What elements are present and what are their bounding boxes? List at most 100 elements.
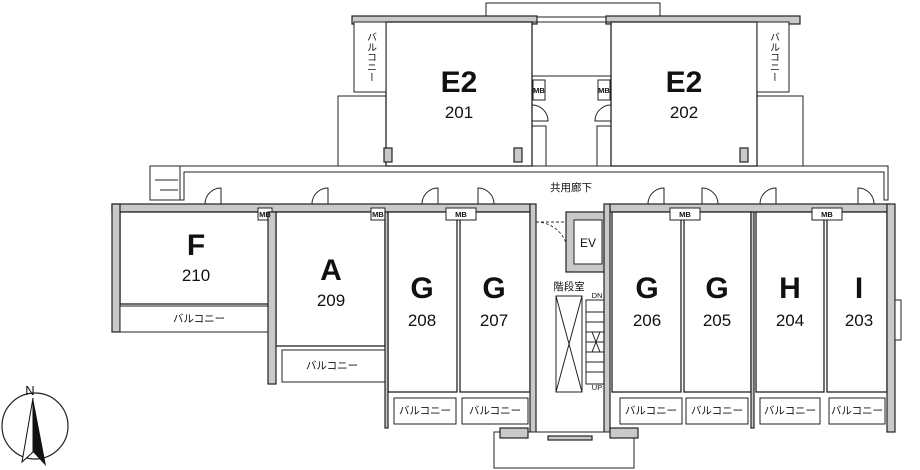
unit-type-201: E2: [441, 66, 478, 99]
roof-parapet: [485, 2, 661, 18]
balcony-207: [461, 397, 529, 425]
unit-209: [275, 211, 386, 347]
mb-201-box: [532, 79, 546, 101]
closet-202: [596, 125, 612, 167]
unit-type-207: G: [482, 272, 505, 305]
mb-label-210: MB: [259, 210, 271, 219]
north-label: N: [25, 383, 34, 398]
unit-204: [755, 211, 825, 393]
unit-type-206: G: [635, 272, 658, 305]
unit-number-210: 210: [182, 266, 210, 285]
door-201: [531, 104, 549, 122]
mb-202-box: [597, 79, 611, 101]
mb-label-202: MB: [598, 86, 610, 95]
closet-201: [531, 125, 547, 167]
column: [383, 147, 393, 163]
balcony-206: [619, 397, 683, 425]
unit-type-202: E2: [666, 66, 703, 99]
mb-label-208-207: MB: [455, 210, 467, 219]
unit-208: [387, 211, 458, 393]
balcony-label-207: バルコニー: [469, 405, 521, 417]
mb-206-205-box: [669, 207, 701, 221]
wall-205-east: [750, 211, 755, 429]
unit-type-210: F: [187, 229, 205, 262]
unit-202: [610, 21, 758, 167]
door-208: [421, 187, 439, 205]
balcony-label-210: バルコニー: [173, 313, 225, 325]
wall-203-east: [886, 203, 896, 433]
balcony-label-209: バルコニー: [306, 360, 358, 372]
corridor-stair-west: [150, 165, 181, 200]
stair-break: [591, 331, 601, 353]
elevator-car: [573, 219, 603, 265]
door-210: [204, 187, 222, 205]
mb-label-204-203: MB: [821, 210, 833, 219]
unit-number-206: 206: [633, 311, 661, 330]
unit-201-annex: [337, 95, 387, 167]
unit-number-201: 201: [445, 103, 473, 122]
wall-209-west: [267, 211, 277, 385]
exterior-ledge: [894, 299, 902, 341]
entrance-step: [547, 435, 593, 441]
door-204: [759, 187, 777, 205]
door-swing-ev: [535, 221, 569, 255]
column: [513, 147, 523, 163]
stair-up-label: UP: [592, 383, 602, 392]
unit-type-209: A: [320, 254, 342, 287]
unit-206: [611, 211, 682, 393]
mb-label-209: MB: [372, 210, 384, 219]
entrance-pier-right: [609, 427, 639, 439]
unit-type-208: G: [410, 272, 433, 305]
corridor-outline: [149, 165, 889, 201]
unit-number-202: 202: [670, 103, 698, 122]
compass-icon: [1, 392, 69, 466]
unit-201: [385, 21, 533, 167]
wall-208-west: [384, 211, 389, 429]
unit-number-207: 207: [480, 311, 508, 330]
wall-210-west: [111, 203, 121, 333]
unit-203: [826, 211, 888, 393]
mb-208-207-box: [445, 207, 477, 221]
balcony-202: [756, 21, 790, 93]
stair-down-label: DN: [592, 291, 603, 300]
unit-number-205: 205: [703, 311, 731, 330]
balcony-209: [281, 349, 387, 383]
wall-stair-west: [529, 203, 537, 435]
unit-207: [459, 211, 531, 393]
balcony-210: [119, 305, 273, 333]
unit-210: [119, 211, 273, 305]
balcony-label-206: バルコニー: [625, 405, 677, 417]
balcony-label-208: バルコニー: [399, 405, 451, 417]
balcony-201: [353, 21, 387, 93]
upper-core: [531, 21, 612, 77]
unit-number-204: 204: [776, 311, 804, 330]
unit-type-204: H: [779, 272, 801, 305]
unit-202-annex: [756, 95, 804, 167]
door-207: [477, 187, 495, 205]
column: [739, 147, 749, 163]
unit-type-203: I: [855, 272, 863, 305]
door-203: [857, 187, 875, 205]
unit-number-209: 209: [317, 291, 345, 310]
corridor-label: 共用廊下: [550, 181, 592, 194]
mb-label-201: MB: [533, 86, 545, 95]
unit-number-208: 208: [408, 311, 436, 330]
unit-type-205: G: [705, 272, 728, 305]
elevator-label: EV: [580, 236, 596, 250]
entrance-pier-left: [499, 427, 529, 439]
balcony-label-204: バルコニー: [764, 405, 816, 417]
stairwell-label: 階段室: [553, 280, 585, 293]
balcony-label-202: バルコニー: [768, 32, 780, 82]
mb-204-203-box: [811, 207, 843, 221]
wall-south-right: [609, 203, 891, 213]
wall-stair-east: [603, 203, 611, 435]
balcony-label-205: バルコニー: [691, 405, 743, 417]
mb-label-206-205: MB: [679, 210, 691, 219]
unit-number-203: 203: [845, 311, 873, 330]
balcony-204: [759, 397, 821, 425]
door-205: [701, 187, 719, 205]
door-209: [311, 187, 329, 205]
stair-void-x: [555, 295, 583, 393]
balcony-205: [685, 397, 749, 425]
